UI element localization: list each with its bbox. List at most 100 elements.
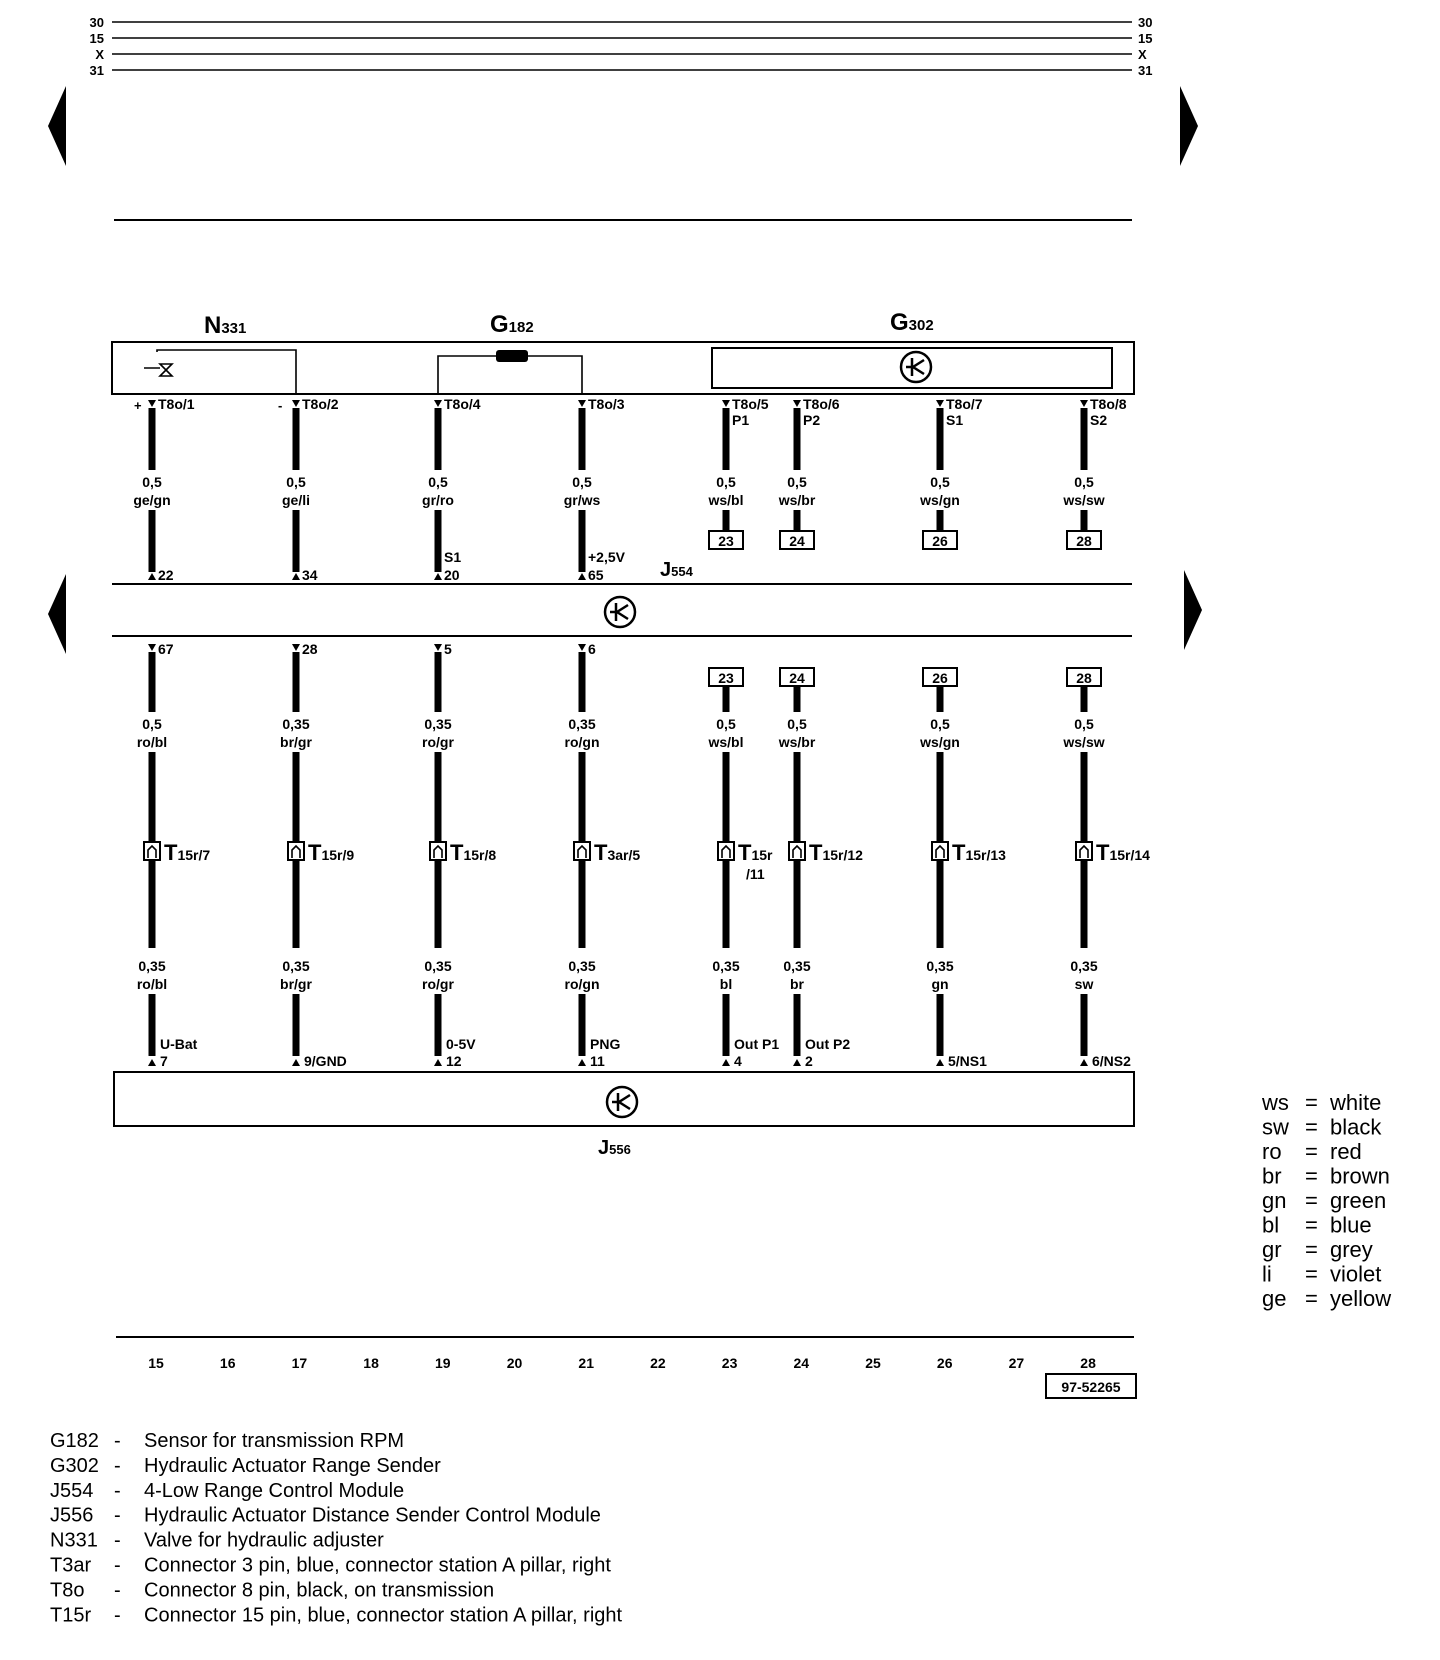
- upper-pin-arrow: [1080, 400, 1088, 407]
- j556-pin-label: U-Bat: [160, 1036, 198, 1052]
- legend-desc: Valve for hydraulic adjuster: [144, 1530, 384, 1552]
- j556-pin-arrow: [434, 1059, 442, 1066]
- ruler-number: 25: [865, 1355, 881, 1371]
- upper-pin-label: T8o/1: [158, 396, 195, 412]
- connector-icon: [788, 841, 806, 861]
- j556-pin-arrow: [936, 1059, 944, 1066]
- wire-size: 0,35: [783, 958, 810, 974]
- pin-polarity: +: [134, 398, 142, 413]
- upper-pin-label: T8o/7: [946, 396, 983, 412]
- connector-label: T15r/8: [450, 840, 496, 865]
- valve-icon: [144, 363, 174, 377]
- wire-size: 0,5: [1074, 474, 1094, 490]
- upper-pin-label: T8o/2: [302, 396, 339, 412]
- ref-number: 24: [789, 533, 805, 549]
- wire-size: 0,5: [572, 474, 592, 490]
- wire-size: 0,35: [926, 958, 953, 974]
- n331-title: N331: [204, 312, 246, 339]
- color-equals: =: [1305, 1237, 1318, 1262]
- ref-code-box: [1045, 1373, 1137, 1399]
- j556-pin-number: 7: [160, 1053, 168, 1069]
- j556-pin-label: Out P1: [734, 1036, 779, 1052]
- g182-title: G182: [490, 311, 534, 338]
- legend-code: T15r: [50, 1604, 91, 1626]
- color-name: violet: [1330, 1262, 1381, 1287]
- j554-out-pin: 67: [158, 641, 174, 657]
- wire-color: sw: [1075, 976, 1094, 992]
- g302-box: [711, 347, 1113, 389]
- pin-polarity: -: [278, 398, 282, 413]
- color-name: green: [1330, 1188, 1386, 1213]
- j554-out-pin: 5: [444, 641, 452, 657]
- color-legend: ws=whitesw=blackro=redbr=browngn=greenbl…: [1261, 1090, 1391, 1311]
- j556-pin-label: Out P2: [805, 1036, 850, 1052]
- color-name: blue: [1330, 1213, 1372, 1238]
- wire-size: 0,35: [712, 958, 739, 974]
- upper-signal-label: P2: [803, 412, 820, 428]
- ruler-number: 16: [220, 1355, 236, 1371]
- wire-color: ge/li: [282, 492, 310, 508]
- legend-code: G302: [50, 1455, 99, 1477]
- wire-color: gr/ws: [564, 492, 601, 508]
- sensor-housing: [111, 341, 1135, 395]
- connector-label: T15r/12: [809, 840, 863, 865]
- wire-color: ro/gr: [422, 976, 454, 992]
- connector-label: T15r/14: [1096, 840, 1150, 865]
- connector-icon: [931, 841, 949, 861]
- wire-color: ro/bl: [137, 976, 167, 992]
- ruler-number: 24: [794, 1355, 810, 1371]
- ref-number: 28: [1076, 670, 1092, 686]
- ref-number: 24: [789, 670, 805, 686]
- wire-color: ro/gn: [565, 976, 600, 992]
- j556-box: [113, 1071, 1135, 1127]
- wire-size: 0,5: [787, 474, 807, 490]
- wire-color: br/gr: [280, 734, 312, 750]
- j554-title: J554: [660, 559, 694, 581]
- color-abbr: gr: [1262, 1237, 1282, 1262]
- wire-size: 0,35: [138, 958, 165, 974]
- rail-label-left: X: [95, 47, 104, 62]
- j556-ecu-icon-circle: [605, 1085, 639, 1119]
- ref-box: [1066, 530, 1102, 550]
- legend-dash: -: [114, 1530, 121, 1552]
- wire-color: gr/ro: [422, 492, 454, 508]
- connector-icon: [287, 841, 305, 861]
- ref-box: [922, 530, 958, 550]
- upper-pin-arrow: [292, 400, 300, 407]
- rail-label-left: 30: [90, 15, 104, 30]
- connector-pin-icon: [1079, 844, 1089, 858]
- wire-size: 0,35: [282, 716, 309, 732]
- color-equals: =: [1305, 1164, 1318, 1189]
- upper-pin-arrow: [578, 400, 586, 407]
- right-arrow-top: [1180, 86, 1198, 166]
- connector-label: T15r/13: [952, 840, 1006, 865]
- ref-box: [1066, 667, 1102, 687]
- wire-size: 0,5: [142, 474, 162, 490]
- wire-color: gn: [931, 976, 948, 992]
- upper-wires: +T8o/10,5ge/gn22-T8o/20,5ge/li34T8o/40,5…: [133, 396, 1126, 583]
- rail-label-right: 31: [1138, 63, 1152, 78]
- connector-icon: [143, 841, 161, 861]
- legend-dash: -: [114, 1604, 121, 1626]
- color-equals: =: [1305, 1286, 1318, 1311]
- connector-icon: [429, 841, 447, 861]
- j556-pin-arrow: [722, 1059, 730, 1066]
- connector-pin-icon: [147, 844, 157, 858]
- legend-dash: -: [114, 1455, 121, 1477]
- color-equals: =: [1305, 1213, 1318, 1238]
- j554-pin-arrow: [578, 573, 586, 580]
- legend-dash: -: [114, 1480, 121, 1502]
- wire-size: 0,5: [716, 716, 736, 732]
- n331-loop: [156, 349, 297, 395]
- wire-color: ws/sw: [1062, 734, 1104, 750]
- wire-size: 0,5: [142, 716, 162, 732]
- rail-label-right: 15: [1138, 31, 1152, 46]
- upper-pin-label: T8o/8: [1090, 396, 1127, 412]
- connector-pin-icon: [792, 844, 802, 858]
- j554-out-pin: 28: [302, 641, 318, 657]
- color-equals: =: [1305, 1115, 1318, 1140]
- ruler-number: 28: [1080, 1355, 1096, 1371]
- j554-pin-label: S1: [444, 549, 461, 565]
